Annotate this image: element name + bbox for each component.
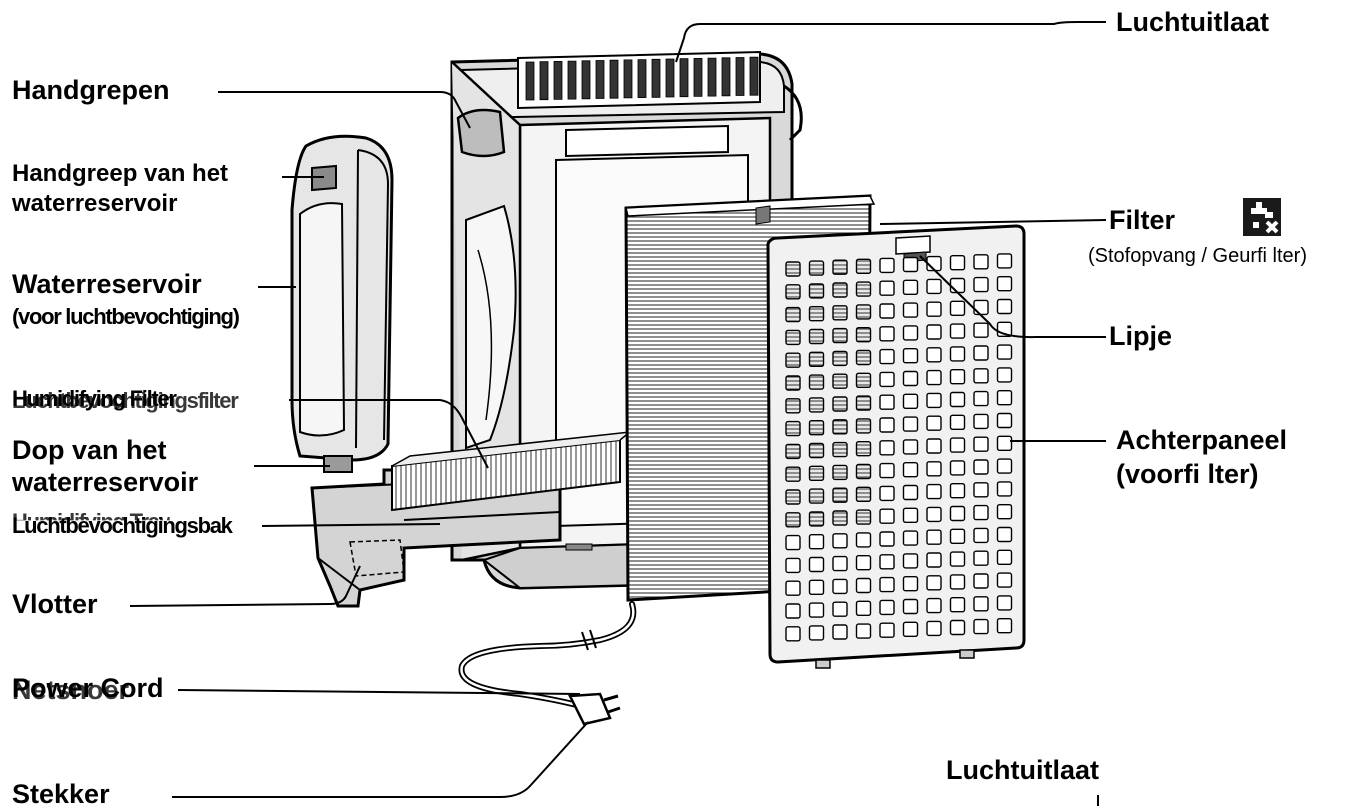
back-panel-vent-grid bbox=[785, 253, 1013, 642]
achterpaneel-label-line2: (voorfi lter) bbox=[1116, 459, 1259, 489]
humidifying-filter-drawing bbox=[391, 430, 633, 512]
filter-label: Filter bbox=[1109, 205, 1176, 235]
humidifying-filter-label-nl: Luchtbevochtigingsfilter bbox=[12, 388, 239, 413]
luchtuitlaat-bottom-label: Luchtuitlaat bbox=[946, 755, 1099, 785]
water-tap-filter-icon bbox=[1243, 198, 1281, 236]
water-tank-drawing bbox=[290, 134, 394, 473]
filter-sublabel: (Stofopvang / Geurfi lter) bbox=[1088, 245, 1307, 267]
dop-label-line1: Dop van het bbox=[12, 435, 167, 465]
dop-label-line2: waterreservoir bbox=[12, 467, 199, 497]
power-cord-label-en: Power Cord bbox=[12, 673, 164, 703]
power-cord-label-nl: Netsnoer bbox=[12, 675, 130, 705]
humidifying-tray-label-en: Humidifying Tray bbox=[12, 509, 170, 534]
luchtuitlaat-label: Luchtuitlaat bbox=[1116, 7, 1269, 37]
stekker-label: Stekker bbox=[12, 779, 110, 806]
handgrepen-label: Handgrepen bbox=[12, 75, 170, 105]
vlotter-label: Vlotter bbox=[12, 589, 98, 619]
humidifying-tray bbox=[310, 468, 562, 608]
handgreep-label-line2: waterreservoir bbox=[12, 190, 178, 217]
power-cord-drawing bbox=[458, 601, 637, 726]
waterreservoir-sublabel: (voor luchtbevochtiging) bbox=[12, 304, 240, 329]
achterpaneel-label-line1: Achterpaneel bbox=[1116, 425, 1288, 455]
humidifying-filter-label-en: Humidifying Filter bbox=[12, 386, 177, 411]
humidifying-tray-label-nl: Luchtbevochtigingsbak bbox=[12, 513, 233, 538]
leader-lines bbox=[129, 21, 1107, 806]
back-panel-drawing bbox=[766, 224, 1026, 669]
exhaust-grille bbox=[517, 50, 761, 110]
waterreservoir-label: Waterreservoir bbox=[12, 269, 202, 299]
handgreep-label-line1: Handgreep van het bbox=[12, 160, 229, 187]
lipje-label: Lipje bbox=[1109, 321, 1173, 351]
